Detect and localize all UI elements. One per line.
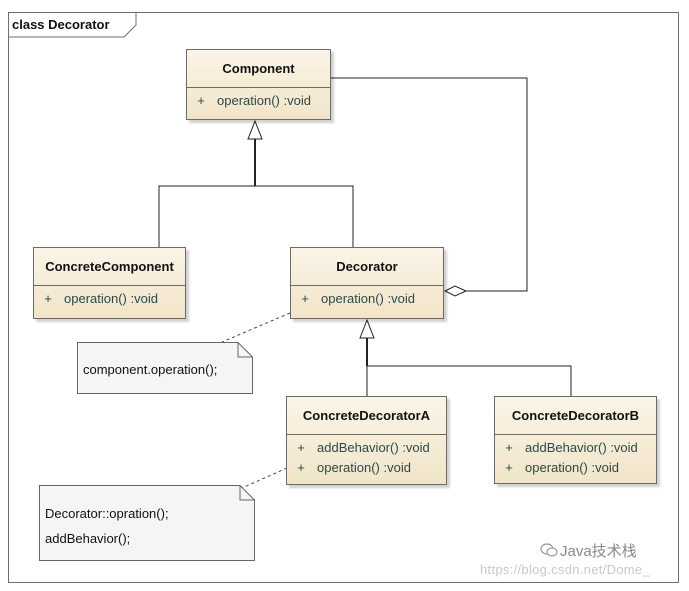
- operation-signature: addBehavior() :void: [525, 440, 638, 455]
- frame-tab-outline: [8, 12, 137, 38]
- note-text-line: component.operation();: [83, 362, 218, 377]
- visibility-public: +: [297, 460, 305, 475]
- operation-signature: operation() :void: [525, 460, 619, 475]
- class-name: ConcreteDecoratorA: [287, 397, 446, 435]
- generalization-concrete-component: [158, 185, 255, 247]
- note-shape: [77, 342, 253, 394]
- aggregation-diamond: [443, 285, 468, 297]
- note-anchor-decorator: [221, 312, 291, 343]
- note-anchor-concrete-decorator-a: [241, 467, 288, 489]
- frame-title: class Decorator: [12, 17, 110, 32]
- operation-row: + operation() :void: [187, 91, 330, 111]
- class-name: Decorator: [291, 248, 443, 286]
- operation-signature: operation() :void: [321, 291, 415, 306]
- aggregation-line: [330, 77, 528, 292]
- class-name: ConcreteComponent: [34, 248, 185, 286]
- note-decorator[interactable]: component.operation();: [77, 342, 253, 394]
- watermark-brand: Java技术栈: [560, 543, 637, 560]
- wechat-icon: [540, 543, 558, 557]
- note-concrete-decorator-a[interactable]: Decorator::opration(); addBehavior();: [39, 485, 255, 561]
- note-text-line: addBehavior();: [45, 531, 131, 546]
- operation-signature: addBehavior() :void: [317, 440, 430, 455]
- class-concrete-decorator-b[interactable]: ConcreteDecoratorB + addBehavior() :void…: [494, 396, 657, 484]
- class-name: Component: [187, 50, 330, 88]
- generalization-arrowhead-decorator: [359, 318, 375, 339]
- generalization-concrete-decorator-b: [367, 365, 572, 396]
- watermark-url: https://blog.csdn.net/Dome_: [480, 562, 650, 577]
- operation-row: + operation() :void: [287, 458, 446, 478]
- generalization-decorator: [255, 185, 354, 247]
- note-shape: [39, 485, 255, 561]
- generalization-arrowhead-component: [247, 119, 263, 140]
- class-component[interactable]: Component + operation() :void: [186, 49, 331, 120]
- operation-row: + operation() :void: [495, 458, 656, 478]
- diagram-frame: [8, 12, 679, 583]
- operation-row: + operation() :void: [291, 289, 443, 309]
- operation-row: + addBehavior() :void: [287, 438, 446, 458]
- class-concrete-component[interactable]: ConcreteComponent + operation() :void: [33, 247, 186, 319]
- operation-signature: operation() :void: [64, 291, 158, 306]
- operation-signature: operation() :void: [317, 460, 411, 475]
- visibility-public: +: [505, 460, 513, 475]
- visibility-public: +: [197, 93, 205, 108]
- visibility-public: +: [44, 291, 52, 306]
- visibility-public: +: [297, 440, 305, 455]
- class-decorator[interactable]: Decorator + operation() :void: [290, 247, 444, 319]
- operation-row: + operation() :void: [34, 289, 185, 309]
- operation-signature: operation() :void: [217, 93, 311, 108]
- visibility-public: +: [301, 291, 309, 306]
- visibility-public: +: [505, 440, 513, 455]
- class-name: ConcreteDecoratorB: [495, 397, 656, 435]
- operation-row: + addBehavior() :void: [495, 438, 656, 458]
- note-text-line: Decorator::opration();: [45, 506, 169, 521]
- class-concrete-decorator-a[interactable]: ConcreteDecoratorA + addBehavior() :void…: [286, 396, 447, 485]
